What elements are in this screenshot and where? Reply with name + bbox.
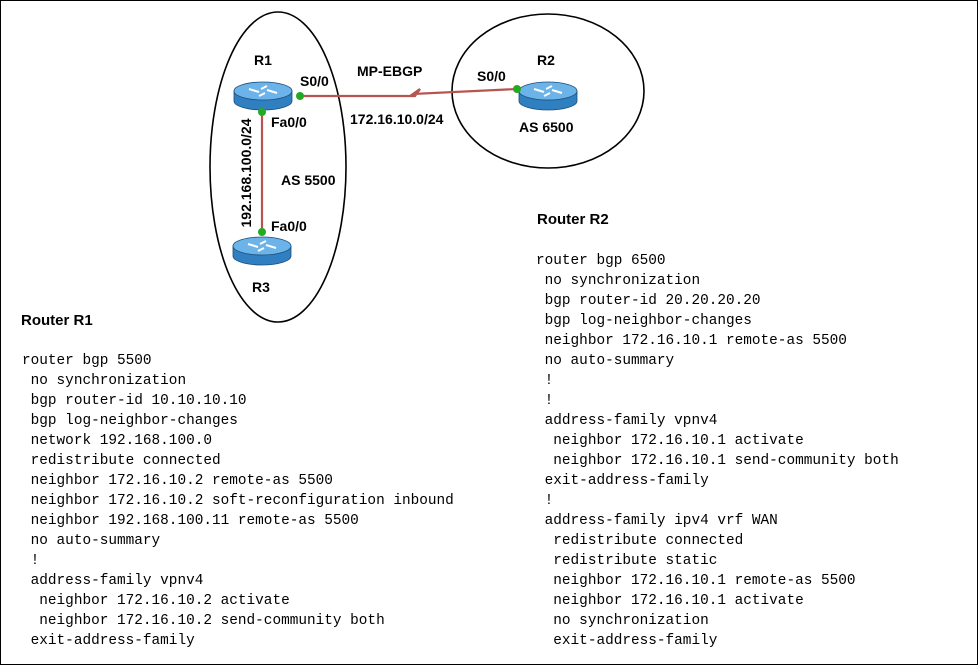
config-line: redistribute static [536,553,718,569]
config-line: neighbor 192.168.100.11 remote-as 5500 [22,513,359,529]
r1-serial-interface-label: S0/0 [300,73,329,89]
router-r2-config-heading: Router R2 [537,211,609,228]
router-r1-label: R1 [254,52,272,68]
config-line: neighbor 172.16.10.2 remote-as 5500 [22,473,333,489]
as-6500-boundary [451,13,645,169]
router-r3-label: R3 [252,279,270,295]
config-line: no auto-summary [536,353,675,369]
interface-dot [258,228,266,236]
config-line: ! [536,393,554,409]
wan-subnet-label: 172.16.10.0/24 [350,111,444,127]
as-5500-boundary [209,11,347,323]
config-line: router bgp 5500 [22,353,152,369]
config-line: no synchronization [536,273,701,289]
lan-subnet-label: 192.168.100.0/24 [238,118,254,228]
router-icon[interactable] [232,236,292,266]
config-line: bgp router-id 10.10.10.10 [22,393,247,409]
as-6500-label: AS 6500 [519,119,574,135]
config-line: neighbor 172.16.10.1 send-community both [536,453,899,469]
config-line: neighbor 172.16.10.1 remote-as 5500 [536,333,847,349]
config-line: neighbor 172.16.10.1 activate [536,593,804,609]
interface-dot [513,85,521,93]
config-line: ! [22,553,40,569]
router-icon[interactable] [518,81,578,111]
config-line: bgp router-id 20.20.20.20 [536,293,761,309]
mp-ebgp-serial-link [301,87,518,98]
config-line: redistribute connected [536,533,744,549]
config-line: neighbor 172.16.10.2 soft-reconfiguratio… [22,493,454,509]
config-line: network 192.168.100.0 [22,433,212,449]
router-r1-config: router bgp 5500 no synchronization bgp r… [22,351,454,651]
config-line: ! [536,373,554,389]
config-line: bgp log-neighbor-changes [536,313,752,329]
r1-fast-interface-label: Fa0/0 [271,114,307,130]
config-line: redistribute connected [22,453,221,469]
config-line: neighbor 172.16.10.2 activate [22,593,290,609]
config-line: ! [536,493,554,509]
config-line: router bgp 6500 [536,253,666,269]
router-r2-config: router bgp 6500 no synchronization bgp r… [536,251,899,651]
config-line: bgp log-neighbor-changes [22,413,238,429]
config-line: exit-address-family [536,473,709,489]
config-line: exit-address-family [536,633,718,649]
r2-serial-interface-label: S0/0 [477,68,506,84]
link-protocol-label: MP-EBGP [357,63,423,79]
config-line: no synchronization [536,613,709,629]
interface-dot [296,92,304,100]
config-line: neighbor 172.16.10.1 activate [536,433,804,449]
config-line: address-family vpnv4 [22,573,204,589]
interface-dot [258,108,266,116]
config-line: no auto-summary [22,533,161,549]
config-line: neighbor 172.16.10.2 send-community both [22,613,385,629]
router-r2-label: R2 [537,52,555,68]
router-icon[interactable] [233,81,293,111]
config-line: address-family ipv4 vrf WAN [536,513,778,529]
config-line: no synchronization [22,373,187,389]
config-line: address-family vpnv4 [536,413,718,429]
router-r1-config-heading: Router R1 [21,312,93,329]
as-5500-label: AS 5500 [281,172,336,188]
config-line: exit-address-family [22,633,195,649]
r3-fast-interface-label: Fa0/0 [271,218,307,234]
config-line: neighbor 172.16.10.1 remote-as 5500 [536,573,856,589]
